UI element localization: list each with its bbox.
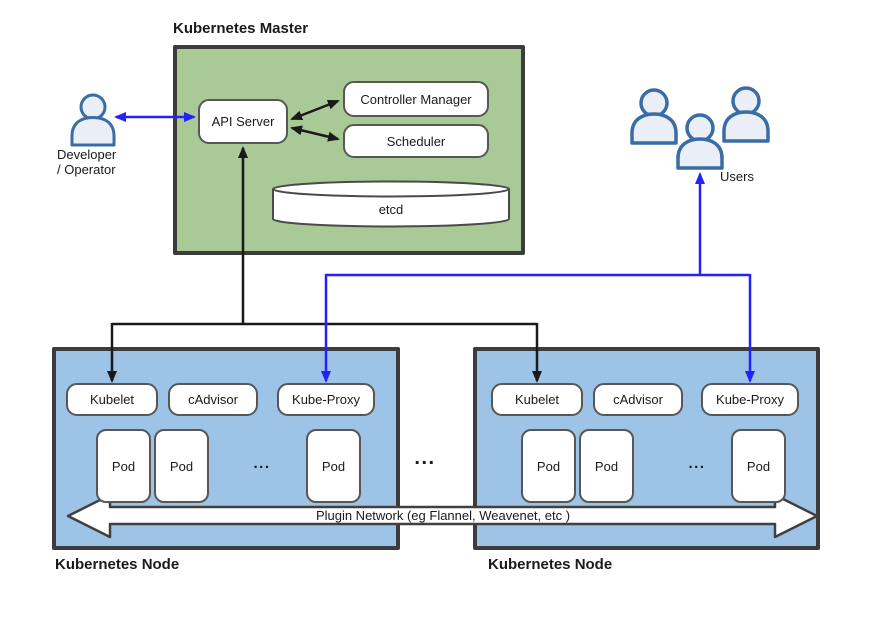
api-server-box: API Server (198, 99, 288, 144)
kube-proxy-box-right: Kube-Proxy (701, 383, 799, 416)
pod-box: Pod (306, 429, 361, 503)
pods-ellipsis-left: ... (253, 455, 271, 472)
user-front-icon (676, 113, 724, 170)
pod-box: Pod (521, 429, 576, 503)
arrow-apiserver-scheduler (290, 125, 340, 142)
arrow-apiserver-controller-manager (290, 99, 340, 121)
nodes-ellipsis: ... (414, 447, 436, 469)
controller-manager-box: Controller Manager (343, 81, 489, 117)
users-icon (630, 86, 770, 170)
pods-ellipsis-right: ... (688, 455, 706, 472)
etcd-label: etcd (378, 202, 404, 217)
developer-label-line2: / Operator (57, 162, 116, 177)
plugin-network-arrow (66, 493, 819, 539)
node-title-right: Kubernetes Node (488, 556, 613, 573)
plugin-network-label: Plugin Network (eg Flannel, Weavenet, et… (315, 508, 571, 523)
developer-label-line1: Developer (57, 147, 117, 162)
pod-box: Pod (579, 429, 634, 503)
kubelet-box-right: Kubelet (491, 383, 583, 416)
pod-box: Pod (154, 429, 209, 503)
developer-icon (70, 93, 116, 147)
cadvisor-box-left: cAdvisor (168, 383, 258, 416)
users-label: Users (720, 169, 754, 184)
node-title-left: Kubernetes Node (55, 556, 180, 573)
cadvisor-box-right: cAdvisor (593, 383, 683, 416)
kube-proxy-box-left: Kube-Proxy (277, 383, 375, 416)
pod-box: Pod (96, 429, 151, 503)
pod-box: Pod (731, 429, 786, 503)
etcd-cylinder (272, 180, 510, 228)
user-back-left-icon (630, 88, 678, 145)
kubelet-box-left: Kubelet (66, 383, 158, 416)
scheduler-box: Scheduler (343, 124, 489, 158)
user-back-right-icon (722, 86, 770, 143)
master-title: Kubernetes Master (173, 20, 309, 37)
